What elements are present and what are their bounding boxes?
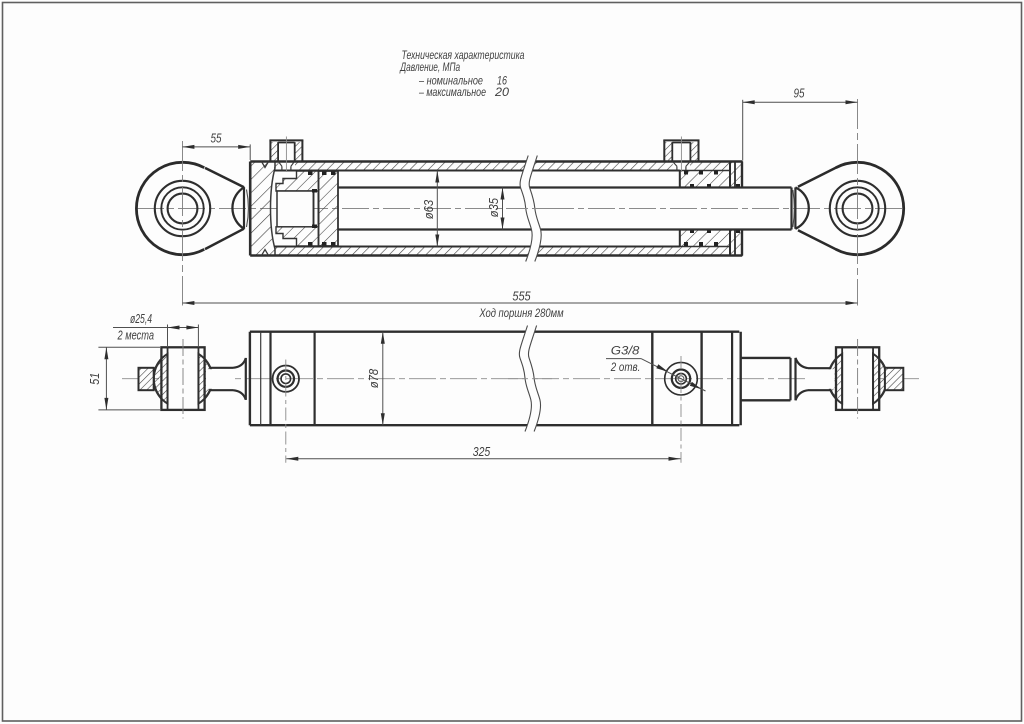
- svg-text:51: 51: [88, 373, 102, 385]
- svg-text:G3/8: G3/8: [611, 346, 640, 358]
- svg-text:ø35: ø35: [486, 197, 501, 217]
- svg-text:555: 555: [512, 290, 530, 304]
- svg-text:ø25,4: ø25,4: [130, 312, 152, 326]
- svg-text:– максимальное: – максимальное: [418, 85, 486, 99]
- svg-text:ø63: ø63: [421, 199, 436, 219]
- svg-text:Ход поршня 280мм: Ход поршня 280мм: [479, 306, 564, 320]
- svg-text:55: 55: [211, 131, 223, 146]
- svg-text:16: 16: [497, 74, 507, 88]
- svg-text:325: 325: [473, 445, 491, 459]
- svg-text:ø78: ø78: [366, 368, 381, 388]
- svg-text:95: 95: [794, 86, 806, 101]
- svg-text:20: 20: [494, 85, 509, 99]
- svg-text:2 отв.: 2 отв.: [610, 362, 640, 374]
- svg-text:Техническая характеристика: Техническая характеристика: [402, 48, 525, 62]
- svg-text:2 места: 2 места: [117, 329, 154, 343]
- svg-text:– номинальное: – номинальное: [418, 74, 483, 88]
- svg-text:Давление, МПа: Давление, МПа: [399, 60, 460, 74]
